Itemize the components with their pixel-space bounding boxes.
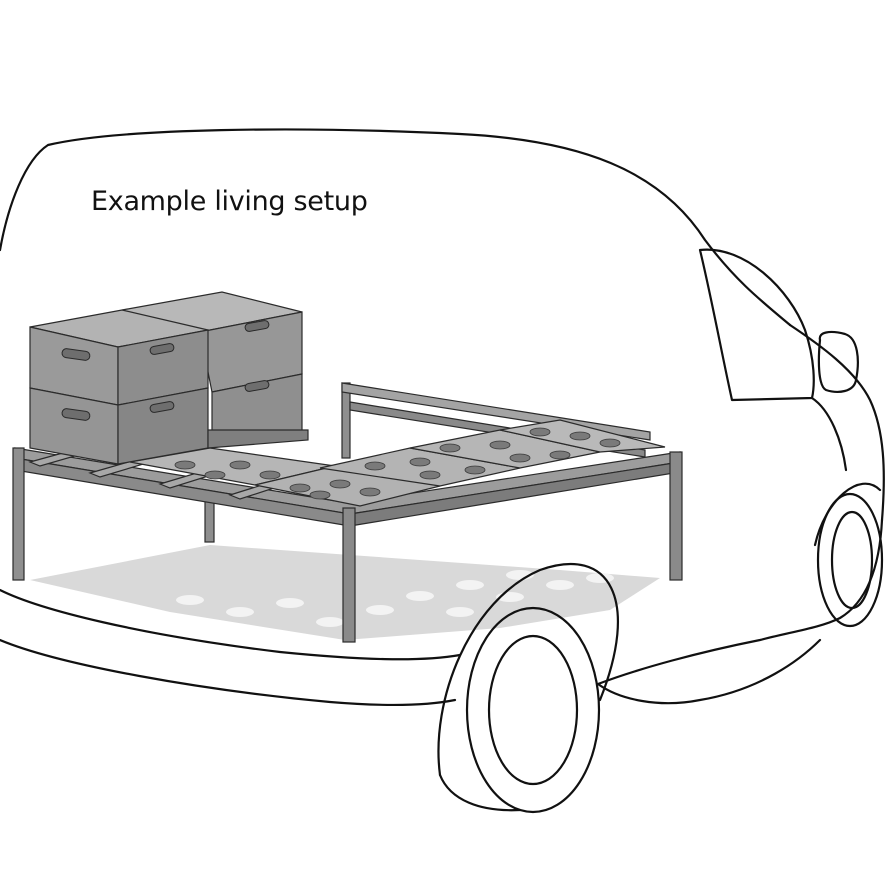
van-body bbox=[0, 128, 885, 706]
side-mirror bbox=[817, 330, 859, 393]
van-side-bottom bbox=[596, 518, 884, 686]
van-side-window bbox=[698, 248, 815, 402]
van-roof-outline bbox=[0, 128, 792, 327]
rear-wheel bbox=[437, 563, 620, 814]
van-hood-outline bbox=[788, 323, 885, 522]
van-lower-sill bbox=[596, 638, 822, 705]
van-rear-bottom bbox=[0, 588, 462, 661]
bed-panels bbox=[129, 419, 666, 507]
front-wheel bbox=[813, 482, 884, 628]
storage-boxes bbox=[29, 291, 309, 465]
setup-caption: Example living setup bbox=[91, 186, 368, 217]
van-bumper bbox=[0, 638, 457, 706]
van-door-line bbox=[810, 396, 848, 472]
